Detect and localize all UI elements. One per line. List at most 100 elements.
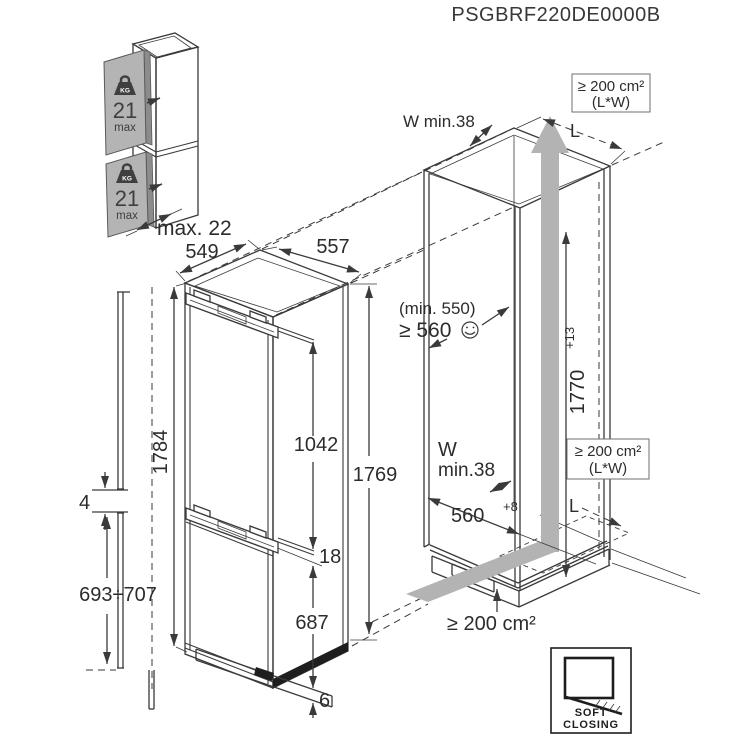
dim-wall-mid-min: min.38 bbox=[438, 460, 495, 481]
arrowhead bbox=[158, 214, 171, 223]
dim-bottom-clearance: 6 bbox=[309, 690, 330, 718]
weight-limit-icon: KG bbox=[116, 163, 138, 183]
dim-niche-width: 560 +8 bbox=[427, 497, 597, 565]
dim-niche-width-tolerance: +8 bbox=[503, 499, 518, 514]
weight-limit-value: 21 bbox=[115, 186, 139, 211]
arrowhead bbox=[137, 221, 150, 230]
furniture-panel-section bbox=[86, 287, 155, 710]
dim-depth: 549 bbox=[175, 239, 260, 282]
arrowhead bbox=[365, 622, 373, 634]
dim-width: 557 bbox=[261, 236, 362, 284]
arrowhead bbox=[608, 517, 621, 526]
dim-top-vent-length-label: L bbox=[570, 121, 580, 141]
decor-panel-upper: KG 21 max bbox=[103, 49, 153, 156]
dim-plinth-range: 693÷707 bbox=[79, 517, 157, 664]
arrowhead bbox=[279, 248, 292, 257]
mounting-arrow-icons bbox=[146, 97, 163, 193]
arrowhead bbox=[429, 339, 442, 348]
dim-door-gap: 4 bbox=[79, 472, 128, 530]
arrowhead bbox=[470, 134, 482, 146]
weight-limit-icon: KG bbox=[114, 75, 136, 95]
dim-plinth-range-label: 693÷707 bbox=[79, 584, 157, 606]
soft-closing-icon bbox=[563, 656, 623, 716]
arrowhead bbox=[149, 184, 162, 193]
soft-closing-label-1: SOFT bbox=[575, 707, 608, 719]
dim-hinge-offset-label: 18 bbox=[319, 546, 341, 568]
transport-diagram: KG 21 max KG 21 max max. 2 bbox=[103, 32, 232, 240]
arrowhead bbox=[309, 703, 317, 715]
weight-limit-value: 21 bbox=[113, 98, 137, 123]
side-vent-area-label: ≥ 200 cm² bbox=[575, 443, 642, 460]
dim-niche-height-label: 1770 bbox=[567, 370, 589, 415]
side-vent-box: ≥ 200 cm² (L*W) bbox=[566, 438, 650, 480]
arrowhead bbox=[490, 482, 503, 492]
dim-appliance-height: 1769 bbox=[350, 283, 397, 641]
niche-drawing bbox=[422, 127, 701, 608]
arrowhead bbox=[498, 481, 511, 491]
arrowhead bbox=[609, 141, 622, 149]
weight-unit-label: KG bbox=[122, 176, 132, 183]
dim-top-vent-length: L bbox=[516, 116, 626, 165]
arrowhead bbox=[480, 125, 492, 137]
soft-closing-label-2: CLOSING bbox=[563, 719, 619, 731]
construction-lines bbox=[188, 129, 665, 647]
arrowhead bbox=[309, 342, 317, 354]
model-number: PSGBRF220DE0000B bbox=[451, 4, 660, 26]
arrowhead bbox=[506, 525, 519, 534]
dim-niche-height: 1770 +13 bbox=[562, 232, 589, 577]
appliance-front-face bbox=[184, 282, 274, 689]
arrowhead bbox=[180, 264, 193, 273]
smiley-icon bbox=[461, 321, 479, 339]
dim-wall-mid: W min.38 bbox=[438, 439, 512, 493]
weight-limit-max: max bbox=[116, 210, 138, 222]
middle-hinge bbox=[185, 504, 315, 556]
appliance-dimensions: 549 557 1784 1042 18 bbox=[79, 236, 397, 718]
dim-upper-door-label: 1042 bbox=[294, 434, 339, 456]
arrowhead bbox=[101, 476, 109, 488]
arrowhead bbox=[170, 287, 178, 299]
dim-wall-top-label: W min.38 bbox=[403, 112, 475, 131]
weight-limit-max: max bbox=[114, 122, 136, 134]
top-vent-area-label: ≥ 200 cm² bbox=[578, 78, 645, 95]
arrowhead bbox=[103, 652, 111, 664]
dim-panel-depth-label: max. 22 bbox=[157, 217, 232, 240]
dim-door-gap-label: 4 bbox=[79, 492, 90, 514]
arrowhead bbox=[562, 232, 570, 244]
dim-niche-depth: (min. 550) ≥ 560 bbox=[399, 299, 510, 349]
dim-width-label: 557 bbox=[316, 236, 349, 258]
dim-lower-door: 687 bbox=[295, 566, 329, 688]
dim-total-height-label: 1784 bbox=[150, 430, 172, 475]
dim-lower-door-label: 687 bbox=[295, 612, 328, 634]
arrowhead bbox=[309, 676, 317, 688]
side-vent-area-formula: (L*W) bbox=[589, 460, 627, 477]
upper-hinge bbox=[185, 289, 315, 345]
dim-niche-height-tolerance: +13 bbox=[562, 327, 577, 349]
dim-bottom-vent-area: ≥ 200 cm² bbox=[447, 589, 536, 635]
niche-top-face bbox=[422, 127, 612, 209]
arrowhead bbox=[233, 244, 246, 253]
arrowhead bbox=[346, 264, 359, 273]
bottom-vent-area-label: ≥ 200 cm² bbox=[447, 613, 536, 635]
arrowhead bbox=[562, 565, 570, 577]
top-vent-area-formula: (L*W) bbox=[592, 94, 630, 111]
dim-niche-width-label: 560 bbox=[451, 505, 484, 527]
soft-closing-badge: SOFT CLOSING bbox=[550, 647, 632, 734]
niche-dimensions: W min.38 ≥ 200 cm² (L*W) L (min. 550) ≥ … bbox=[399, 73, 651, 635]
top-vent-box: ≥ 200 cm² (L*W) bbox=[571, 73, 651, 113]
appliance-drawing bbox=[183, 249, 350, 708]
dim-bottom-vent-length-label: L bbox=[569, 496, 579, 516]
arrowhead bbox=[309, 537, 317, 549]
arrowhead bbox=[365, 286, 373, 298]
niche-depth-min-label: (min. 550) bbox=[399, 299, 476, 318]
decor-panel-lower: KG 21 max bbox=[105, 151, 155, 238]
arrowhead bbox=[170, 634, 178, 646]
dim-panel-depth: max. 22 bbox=[125, 208, 232, 240]
dim-depth-label: 549 bbox=[185, 241, 218, 263]
dim-wall-mid-w: W bbox=[438, 439, 457, 461]
arrowhead bbox=[428, 498, 441, 507]
dim-bottom-vent-length: L bbox=[569, 496, 622, 527]
dim-wall-top: W min.38 bbox=[403, 112, 493, 147]
arrowhead bbox=[496, 307, 509, 317]
